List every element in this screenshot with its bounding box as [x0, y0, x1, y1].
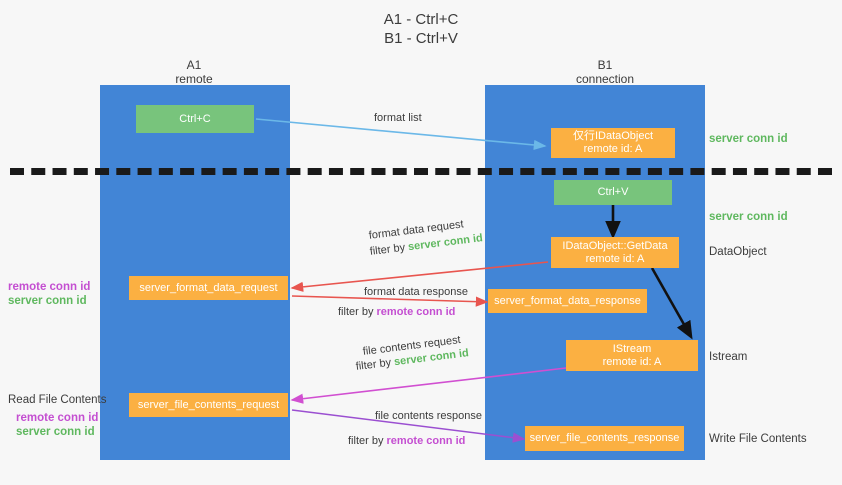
right-label-write-file-contents: Write File Contents — [709, 433, 807, 445]
node-server-format-data-response-label: server_format_data_response — [494, 294, 641, 307]
node-ctrl-v[interactable]: Ctrl+V — [554, 180, 672, 205]
edge-label-format-data-response-filter: filter by remote conn id — [338, 305, 455, 319]
node-getdata-line1: IDataObject::GetData — [562, 239, 668, 252]
filter-prefix: filter by — [338, 306, 377, 318]
edge-label-format-list: format list — [374, 112, 422, 124]
edge-label-format-data-response: format data response — [364, 286, 468, 298]
edge-label-file-contents-response-filter: filter by remote conn id — [348, 434, 465, 448]
column-header-b1-sub: connection — [575, 72, 635, 86]
arrow-file-contents-response — [291, 409, 526, 443]
column-header-a1: A1 remote — [104, 58, 284, 86]
node-istream-line1: IStream — [612, 342, 652, 355]
right-label-dataobject: DataObject — [709, 246, 767, 258]
node-istream-line2: remote id: A — [602, 355, 662, 368]
node-server-format-data-request[interactable]: server_format_data_request — [129, 276, 288, 300]
filter-key-remote-conn-id: remote conn id — [376, 306, 456, 318]
left-label-remote-conn-id-2: remote conn id — [16, 412, 99, 424]
filter-prefix: filter by — [348, 435, 387, 447]
edge-label-file-contents-response: file contents response — [375, 410, 483, 422]
node-idataobject-line1: 仅行IDataObject — [572, 130, 654, 142]
node-idataobject[interactable]: 仅行IDataObject remote id: A — [551, 128, 675, 158]
node-server-format-data-response[interactable]: server_format_data_response — [488, 289, 647, 313]
arrow-format-data-request — [290, 261, 549, 292]
node-getdata-line2: remote id: A — [585, 252, 645, 265]
column-header-b1-name: B1 — [597, 58, 613, 72]
right-label-server-conn-id-1: server conn id — [709, 133, 788, 145]
node-server-file-contents-request-label: server_file_contents_request — [137, 398, 280, 411]
page-title: A1 - Ctrl+C B1 - Ctrl+V — [0, 10, 842, 48]
node-ctrl-c[interactable]: Ctrl+C — [136, 105, 254, 133]
arrow-format-list — [255, 118, 547, 151]
arrow-file-contents-request — [290, 367, 567, 404]
divider-dashed-line — [10, 168, 832, 175]
title-line-1: A1 - Ctrl+C — [383, 11, 459, 28]
right-label-server-conn-id-2: server conn id — [709, 211, 788, 223]
node-idataobject-getdata[interactable]: IDataObject::GetData remote id: A — [551, 237, 679, 268]
column-header-a1-name: A1 — [186, 58, 202, 72]
node-ctrl-v-label: Ctrl+V — [597, 186, 629, 198]
arrow-format-data-response — [291, 295, 489, 307]
arrow-getdata-to-istream — [650, 267, 693, 340]
node-idataobject-line2: remote id: A — [583, 143, 643, 155]
column-header-b1: B1 connection — [515, 58, 695, 86]
node-server-file-contents-response[interactable]: server_file_contents_response — [525, 426, 684, 451]
left-label-remote-conn-id-1: remote conn id — [8, 281, 91, 293]
left-label-read-file-contents: Read File Contents — [8, 394, 107, 406]
left-label-server-conn-id-1: server conn id — [8, 295, 87, 307]
node-server-format-data-request-label: server_format_data_request — [139, 281, 278, 294]
node-ctrl-c-label: Ctrl+C — [179, 112, 211, 125]
node-server-file-contents-request[interactable]: server_file_contents_request — [129, 393, 288, 417]
column-header-a1-sub: remote — [175, 72, 213, 86]
title-line-2: B1 - Ctrl+V — [384, 30, 458, 47]
left-label-server-conn-id-2: server conn id — [16, 426, 95, 438]
node-server-file-contents-response-label: server_file_contents_response — [529, 432, 680, 444]
right-label-istream: Istream — [709, 351, 748, 363]
node-istream[interactable]: IStream remote id: A — [566, 340, 698, 371]
filter-key-remote-conn-id: remote conn id — [386, 435, 466, 447]
